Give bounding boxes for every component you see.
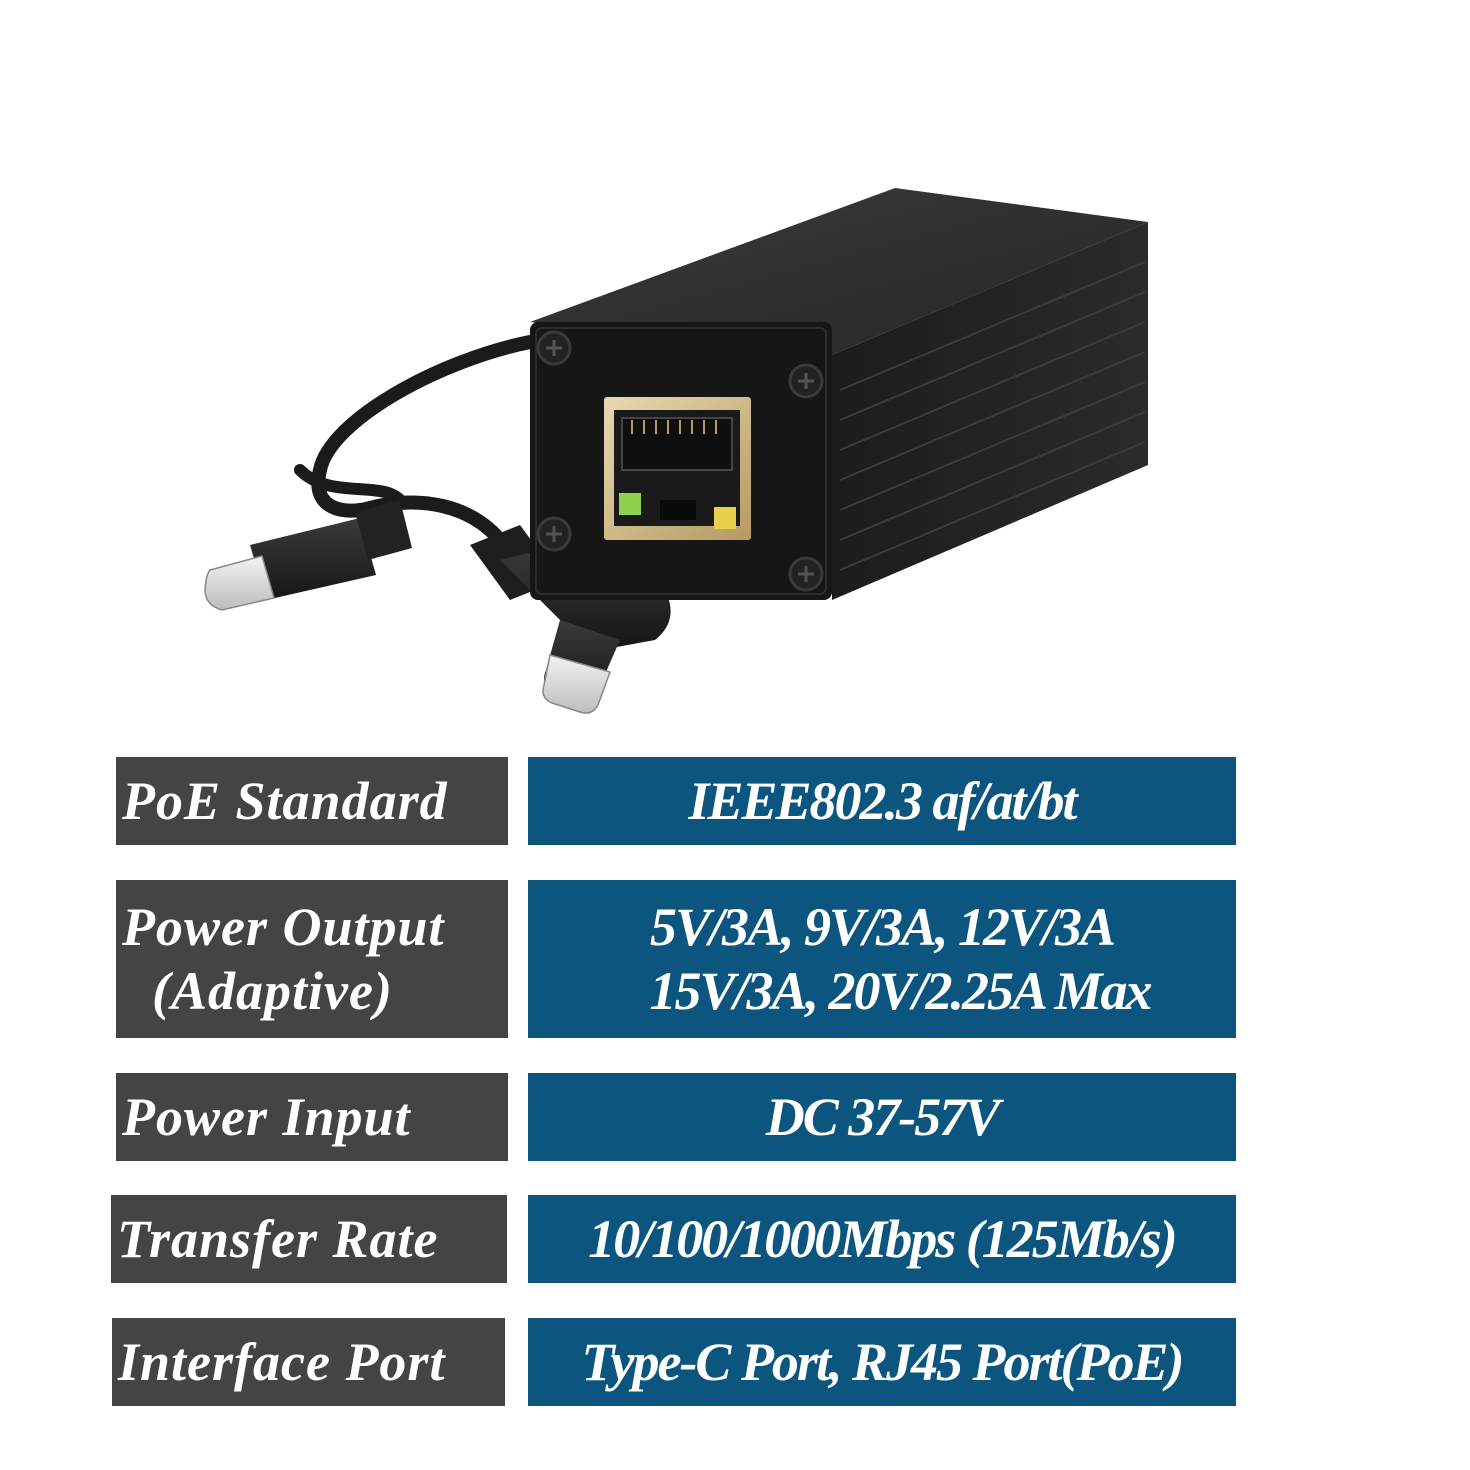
spec-value-power-output: 5V/3A, 9V/3A, 12V/3A 15V/3A, 20V/2.25A M… [528,880,1236,1038]
spec-label-transfer-rate: Transfer Rate [111,1195,507,1283]
spec-label-text: Power Input [122,1087,411,1147]
rj45-port-icon [604,397,751,540]
spec-label-text: Interface Port [118,1332,446,1392]
spec-label-poe-standard: PoE Standard [116,757,508,845]
spec-value-text: Type-C Port, RJ45 Port(PoE) [581,1332,1185,1392]
spec-label-text: Transfer Rate [117,1209,439,1269]
spec-label-interface-port: Interface Port [112,1318,505,1406]
spec-label-text: Power Output [122,897,445,957]
spec-label-text: PoE Standard [122,771,448,831]
product-image [204,188,1148,714]
spec-value-poe-standard: IEEE802.3 af/at/bt [528,757,1236,845]
poe-adapter-body [530,188,1148,600]
spec-value-text: 15V/3A, 20V/2.25A Max [649,961,1152,1021]
screw-icon [536,330,824,592]
spec-value-text: IEEE802.3 af/at/bt [688,771,1077,831]
spec-value-transfer-rate: 10/100/1000Mbps (125Mb/s) [528,1195,1236,1283]
spec-value-text: 5V/3A, 9V/3A, 12V/3A [649,897,1116,957]
spec-label-text: (Adaptive) [152,961,393,1021]
spec-label-power-output: Power Output (Adaptive) [116,880,508,1038]
usb-c-plug-straight [204,500,412,611]
spec-label-power-input: Power Input [116,1073,508,1161]
spec-value-text: DC 37-57V [765,1087,1001,1147]
spec-value-text: 10/100/1000Mbps (125Mb/s) [588,1209,1178,1269]
spec-value-power-input: DC 37-57V [528,1073,1236,1161]
spec-value-interface-port: Type-C Port, RJ45 Port(PoE) [528,1318,1236,1406]
